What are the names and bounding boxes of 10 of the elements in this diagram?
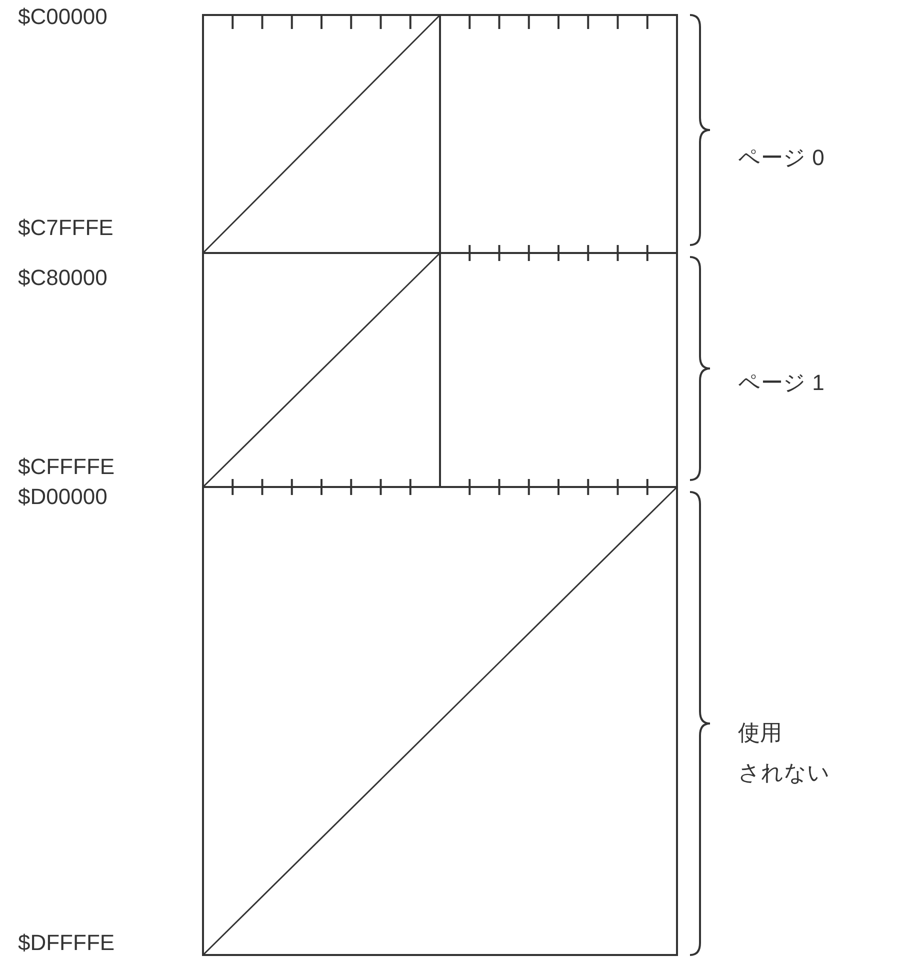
page-label: ページ 0 bbox=[738, 147, 824, 169]
page-label: ページ 1 bbox=[738, 372, 824, 394]
address-label: $CFFFFE bbox=[18, 456, 115, 478]
address-label: $D00000 bbox=[18, 486, 108, 508]
region-label: 使用 bbox=[738, 722, 782, 744]
address-label: $C00000 bbox=[18, 6, 108, 28]
address-label: $C80000 bbox=[18, 267, 108, 289]
address-label: $DFFFFE bbox=[18, 932, 115, 954]
address-label: $C7FFFE bbox=[18, 217, 114, 239]
region-label: されない bbox=[738, 762, 830, 784]
